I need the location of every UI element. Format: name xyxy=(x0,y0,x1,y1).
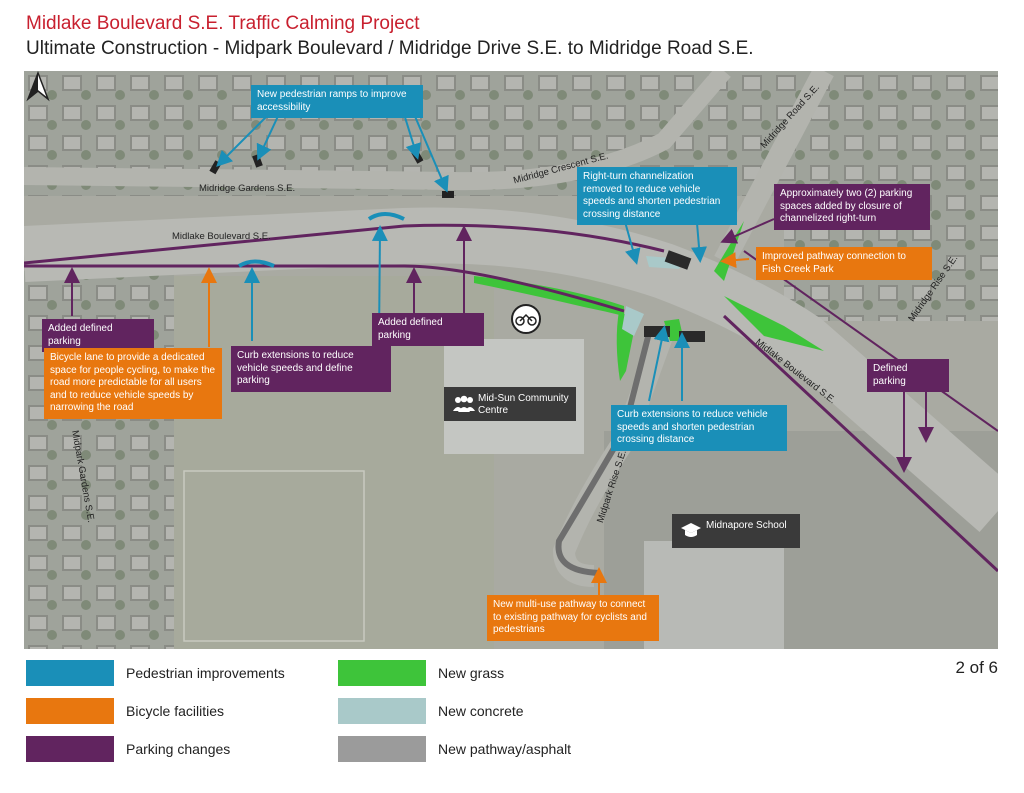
midpark-rise-road xyxy=(552,327,675,587)
new-concrete-area xyxy=(622,306,644,336)
legend-label: New grass xyxy=(438,665,505,681)
arrow-ped-ramps xyxy=(256,113,280,161)
pedestrian-ramp xyxy=(442,191,454,198)
callout-added-parking-left: Added defined parking xyxy=(42,319,154,352)
callout-multi-use-pathway: New multi-use pathway to connect to exis… xyxy=(487,595,659,641)
callout-curb-extensions-pedestrian: Curb extensions to reduce vehicle speeds… xyxy=(611,405,787,451)
legend-label: Pedestrian improvements xyxy=(126,665,285,681)
legend-label: Bicycle facilities xyxy=(126,703,225,719)
parking-line-east xyxy=(722,314,998,573)
legend-swatch xyxy=(338,736,426,762)
aerial-map[interactable]: Midridge Gardens S.E. Midlake Boulevard … xyxy=(24,71,998,649)
callout-fish-creek-pathway: Improved pathway connection to Fish Cree… xyxy=(756,247,932,280)
people-group-icon xyxy=(453,395,475,412)
legend-label: New concrete xyxy=(438,703,524,719)
callout-right-turn-removed: Right-turn channelization removed to red… xyxy=(577,167,737,225)
school-name: Midnapore School xyxy=(706,520,787,531)
page-title: Midlake Boulevard S.E. Traffic Calming P… xyxy=(26,13,420,34)
callout-defined-parking: Defined parking xyxy=(867,359,949,392)
page-subtitle: Ultimate Construction - Midpark Boulevar… xyxy=(26,38,754,59)
community-centre-name: Mid-Sun Community Centre xyxy=(478,393,569,416)
legend-item-pedestrian: Pedestrian improvements xyxy=(26,660,285,686)
legend-item-bicycle: Bicycle facilities xyxy=(26,698,224,724)
road-label-midridge-gardens: Midridge Gardens S.E. xyxy=(199,183,296,194)
bicycle-symbol-icon xyxy=(511,304,541,334)
curb-extension xyxy=(367,212,405,221)
road-label-midlake-blvd-west: Midlake Boulevard S.E. xyxy=(172,231,271,242)
parking-line-south xyxy=(24,264,625,313)
crosswalk xyxy=(644,326,670,337)
legend-swatch xyxy=(338,698,426,724)
legend-label: Parking changes xyxy=(126,741,231,757)
callout-pedestrian-ramps: New pedestrian ramps to improve accessib… xyxy=(251,85,423,118)
callout-curb-extensions-parking: Curb extensions to reduce vehicle speeds… xyxy=(231,346,391,392)
legend-swatch xyxy=(26,736,114,762)
curb-extension xyxy=(237,259,275,268)
callout-added-parking-mid: Added defined parking xyxy=(372,313,484,346)
callout-two-parking-spaces: Approximately two (2) parking spaces add… xyxy=(774,184,930,230)
arrow-curb-ped xyxy=(648,325,670,402)
arrow-ped-ramps xyxy=(216,113,270,167)
new-grass-area xyxy=(474,276,624,316)
arrow-ped-ramps xyxy=(413,113,449,193)
midridge-gardens-road xyxy=(24,71,731,191)
arrow-two-parking xyxy=(720,218,775,244)
callout-bicycle-lane: Bicycle lane to provide a dedicated spac… xyxy=(44,348,222,419)
legend-item-parking: Parking changes xyxy=(26,736,230,762)
north-arrow-icon xyxy=(26,71,50,102)
arrow-fish-creek xyxy=(720,252,750,269)
graduation-cap-icon xyxy=(681,523,701,537)
legend-item-concrete: New concrete xyxy=(338,698,524,724)
crosswalk xyxy=(679,331,705,342)
legend-swatch xyxy=(26,660,114,686)
legend-swatch xyxy=(338,660,426,686)
page-number: 2 of 6 xyxy=(955,658,998,677)
legend-label: New pathway/asphalt xyxy=(438,741,572,757)
new-grass-area xyxy=(724,296,824,351)
arrow-ped-ramps xyxy=(403,113,422,160)
legend-swatch xyxy=(26,698,114,724)
sports-field xyxy=(183,470,365,642)
pedestrian-ramp xyxy=(252,153,263,168)
parking-line-east-2 xyxy=(743,250,998,432)
legend-item-grass: New grass xyxy=(338,660,504,686)
legend-item-asphalt: New pathway/asphalt xyxy=(338,736,571,762)
poi-community-centre: Mid-Sun Community Centre xyxy=(444,387,576,421)
new-pathway-asphalt xyxy=(555,332,652,576)
crosswalk xyxy=(664,250,692,270)
poi-school: Midnapore School xyxy=(672,514,800,548)
school-building xyxy=(644,541,784,649)
